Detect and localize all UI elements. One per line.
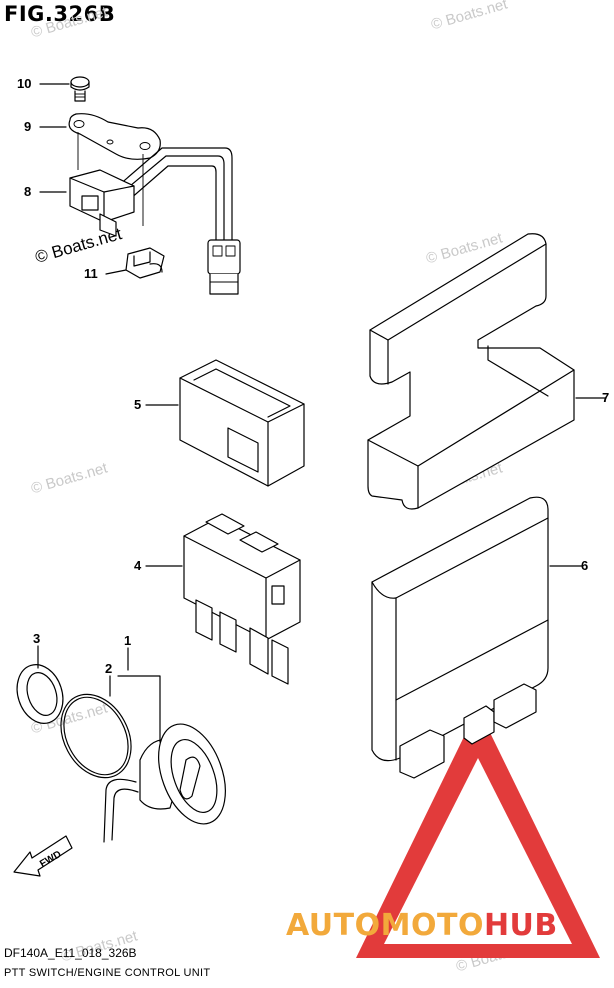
logo-part1: AUTOMOTO [286, 908, 484, 943]
callout-9: 9 [24, 119, 32, 134]
part-11-clip [105, 247, 165, 279]
part-6-ecu [371, 496, 583, 779]
figure-code: DF140A_E11_018_326B [4, 946, 137, 960]
wire-harness [117, 147, 241, 295]
part-9-bracket [39, 113, 161, 226]
callout-5: 5 [134, 397, 142, 412]
callout-6: 6 [581, 558, 589, 573]
logo-wordmark: AUTOMOTOHUB [286, 908, 558, 943]
callout-11: 11 [84, 266, 98, 281]
part-1-switch [103, 647, 226, 843]
figure-title: FIG.326B [4, 2, 116, 26]
logo-triangle-inner [384, 758, 572, 944]
callout-10: 10 [17, 76, 32, 91]
callout-2: 2 [105, 661, 113, 676]
callout-4: 4 [134, 558, 142, 573]
callout-8: 8 [24, 184, 32, 199]
logo-part2: HUB [483, 908, 558, 943]
part-7-cover [367, 233, 607, 510]
part-3-ring [16, 645, 64, 724]
part-4-module [145, 513, 301, 685]
callout-7: 7 [602, 390, 610, 405]
figure-description: PTT SWITCH/ENGINE CONTROL UNIT [4, 967, 211, 979]
callout-1: 1 [124, 633, 132, 648]
part-5-relay-box [145, 359, 305, 487]
part-2-o-ring [60, 675, 132, 779]
part-10-screw [39, 76, 90, 102]
part-8-switch [39, 169, 135, 237]
logo-triangle [356, 708, 600, 958]
fwd-arrow: FWD [13, 835, 73, 877]
callout-3: 3 [33, 631, 41, 646]
